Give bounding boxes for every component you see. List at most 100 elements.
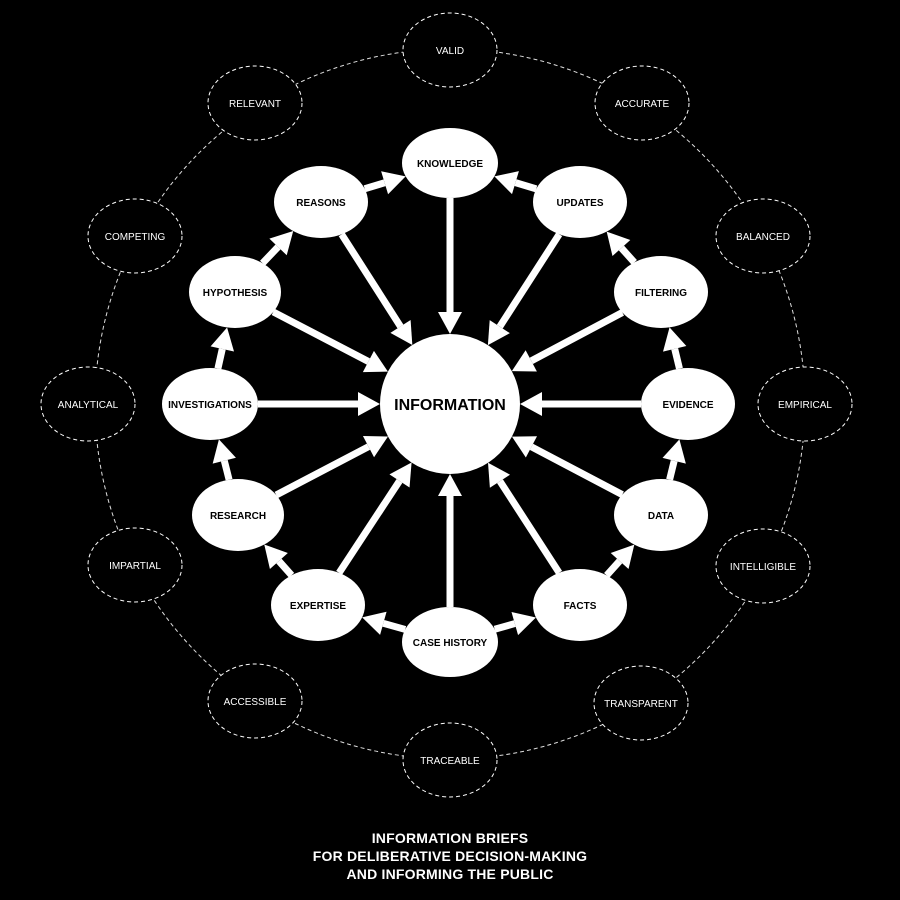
node-relevant: RELEVANT — [207, 65, 303, 141]
node-data: DATA — [614, 479, 708, 551]
caption-line-1: INFORMATION BRIEFS — [371, 830, 529, 846]
node-shape — [533, 166, 627, 238]
node-investigations: INVESTIGATIONS — [162, 368, 258, 440]
node-shape — [271, 569, 365, 641]
node-shape — [87, 198, 183, 274]
node-research: RESEARCH — [192, 479, 284, 551]
arrowhead-icon — [663, 327, 687, 352]
node-shape — [402, 607, 498, 677]
arrow-data-to-evidence — [662, 439, 686, 481]
node-label: RELEVANT — [229, 99, 281, 110]
node-valid: VALID — [402, 12, 498, 88]
caption-line-3: AND INFORMING THE PUBLIC — [346, 866, 554, 882]
node-balanced: BALANCED — [715, 198, 811, 274]
node-label: ANALYTICAL — [58, 400, 119, 411]
arrowhead-icon — [511, 612, 536, 636]
node-label: DATA — [648, 511, 674, 522]
node-shape — [402, 128, 498, 198]
arrow-research-to-information — [274, 436, 388, 499]
arrowhead-icon — [520, 392, 542, 416]
node-label: CASE HISTORY — [413, 638, 488, 649]
arrow-investigations-to-information — [258, 392, 380, 416]
node-label: BALANCED — [736, 232, 790, 243]
node-transparent: TRANSPARENT — [593, 665, 689, 741]
node-reasons: REASONS — [274, 166, 368, 238]
node-shape — [715, 198, 811, 274]
node-shape — [641, 368, 735, 440]
arrow-facts-to-data — [604, 544, 635, 578]
arrow-investigations-to-hypothesis — [210, 327, 235, 370]
arrow-updates-to-information — [487, 232, 563, 346]
node-label: EVIDENCE — [662, 400, 713, 411]
node-traceable: TRACEABLE — [402, 722, 498, 798]
node-facts: FACTS — [533, 569, 627, 641]
node-label: FACTS — [564, 601, 597, 612]
node-label: TRANSPARENT — [604, 699, 678, 710]
node-shape — [614, 479, 708, 551]
node-label: INVESTIGATIONS — [168, 400, 252, 411]
node-shape — [192, 479, 284, 551]
node-information: INFORMATION — [380, 334, 520, 474]
node-shape — [593, 665, 689, 741]
node-shape — [189, 256, 281, 328]
arrowhead-icon — [362, 350, 388, 373]
arrow-hypothesis-to-reasons — [260, 231, 294, 266]
node-competing: COMPETING — [87, 198, 183, 274]
caption-line-2: FOR DELIBERATIVE DECISION-MAKING — [312, 848, 588, 864]
node-label: VALID — [436, 46, 464, 57]
node-shape — [757, 366, 853, 442]
node-expertise: EXPERTISE — [271, 569, 365, 641]
arrow-research-to-investigations — [212, 439, 236, 481]
arrowhead-icon — [212, 439, 236, 464]
arrowhead-icon — [390, 320, 413, 346]
arrow-data-to-information — [511, 436, 624, 498]
node-label: EMPIRICAL — [778, 400, 832, 411]
node-shape — [594, 65, 690, 141]
arrow-evidence-to-information — [520, 392, 641, 416]
arrow-updates-to-knowledge — [494, 171, 538, 195]
node-hypothesis: HYPOTHESIS — [189, 256, 281, 328]
arrow-hypothesis-to-information — [271, 308, 388, 373]
arrow-case_history-to-expertise — [362, 611, 407, 635]
node-label: HYPOTHESIS — [203, 288, 268, 299]
arrowhead-icon — [511, 350, 537, 372]
node-shape — [40, 366, 136, 442]
node-accessible: ACCESSIBLE — [207, 663, 303, 739]
node-accurate: ACCURATE — [594, 65, 690, 141]
node-updates: UPDATES — [533, 166, 627, 238]
node-shape — [402, 722, 498, 798]
node-evidence: EVIDENCE — [641, 368, 735, 440]
node-empirical: EMPIRICAL — [757, 366, 853, 442]
node-case-history: CASE HISTORY — [402, 607, 498, 677]
arrow-reasons-to-information — [338, 232, 413, 346]
arrow-expertise-to-research — [264, 544, 295, 578]
node-label: COMPETING — [105, 232, 166, 243]
arrow-reasons-to-knowledge — [363, 171, 406, 195]
node-shape — [402, 12, 498, 88]
node-label: IMPARTIAL — [109, 561, 161, 572]
arrowhead-icon — [264, 544, 288, 569]
arrowhead-icon — [488, 462, 511, 488]
arrow-expertise-to-information — [336, 462, 412, 575]
node-label: TRACEABLE — [420, 756, 480, 767]
arrowhead-icon — [389, 462, 412, 488]
arrowhead-icon — [610, 544, 635, 570]
node-shape — [207, 65, 303, 141]
node-shape — [274, 166, 368, 238]
arrowhead-icon — [511, 436, 538, 458]
arrow-case_history-to-information — [438, 474, 462, 607]
node-shape — [87, 527, 183, 603]
arrow-case_history-to-facts — [493, 612, 536, 636]
node-shape — [533, 569, 627, 641]
node-label: INFORMATION — [394, 397, 506, 414]
node-shape — [715, 528, 811, 604]
arrowhead-icon — [381, 171, 406, 195]
node-label: EXPERTISE — [290, 601, 346, 612]
arrowhead-icon — [362, 611, 387, 635]
arrowhead-icon — [438, 474, 462, 496]
arrowhead-icon — [606, 231, 631, 257]
node-knowledge: KNOWLEDGE — [402, 128, 498, 198]
arrowhead-icon — [487, 320, 510, 346]
arrow-knowledge-to-information — [438, 198, 462, 334]
